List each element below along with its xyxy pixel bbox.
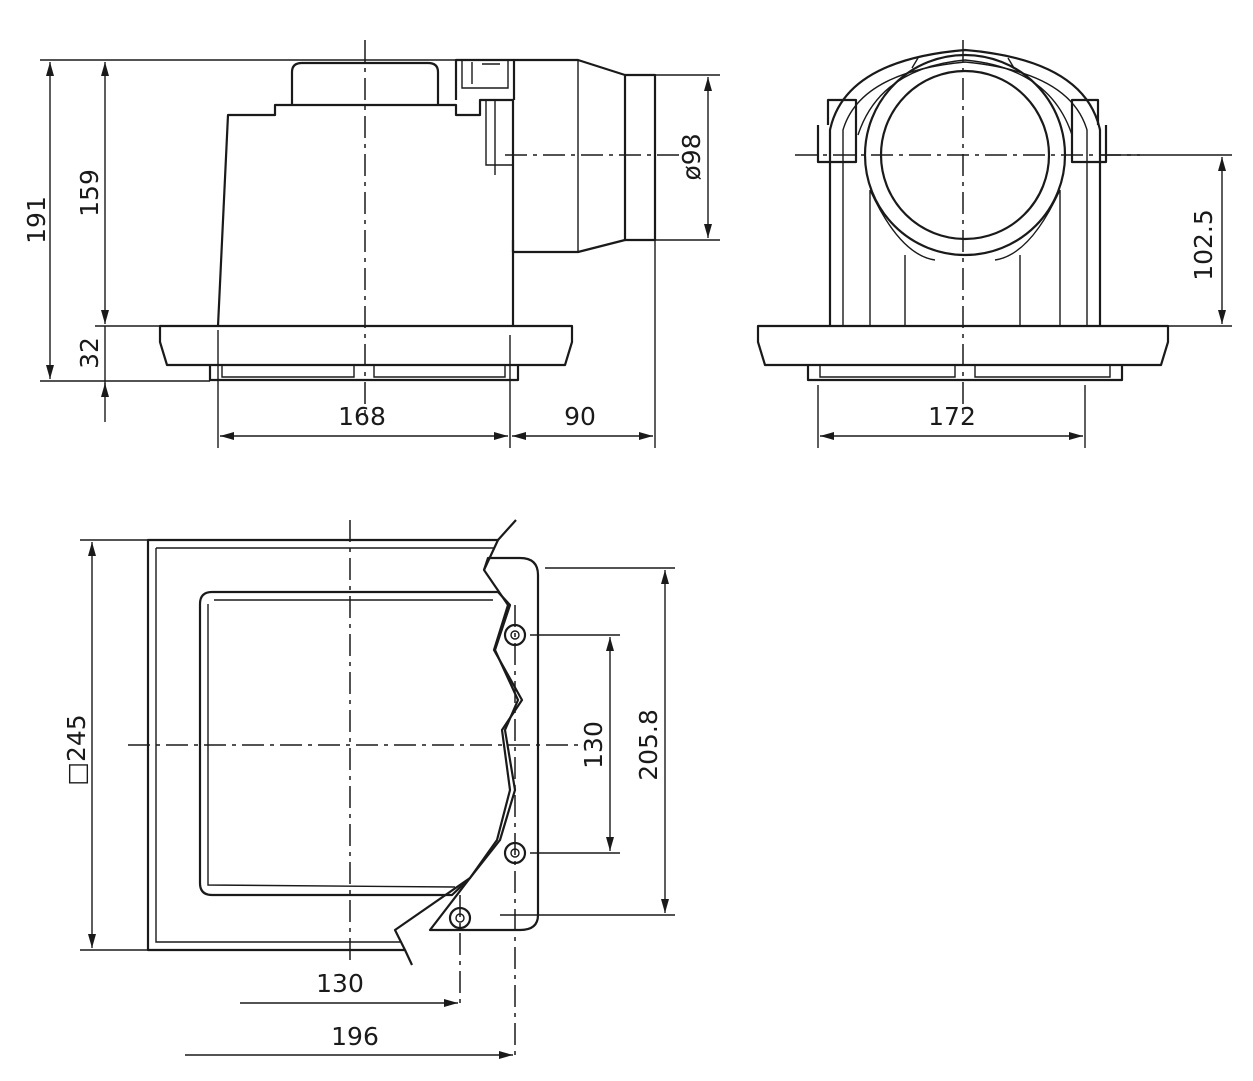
dim-duct-diameter: ø98 <box>677 133 706 180</box>
dim-screw-spacing: 130 <box>579 721 608 769</box>
side-view-top-cap <box>290 61 440 105</box>
dim-front-width: 172 <box>928 402 976 431</box>
dim-body-width: 168 <box>338 402 386 431</box>
dim-duct-center-height: 102.5 <box>1189 209 1218 281</box>
dim-panel-square: □245 <box>62 714 91 785</box>
side-view-duct <box>511 58 627 254</box>
front-view: 102.5 172 <box>756 40 1232 448</box>
side-view: 191 159 32 ø98 168 90 <box>22 40 720 448</box>
dim-body-height: 159 <box>75 169 104 217</box>
side-view-housing <box>216 98 515 327</box>
bottom-view-bracket <box>428 556 540 932</box>
dim-flange-height: 32 <box>75 337 104 369</box>
dim-screw-offset: 130 <box>316 969 364 998</box>
side-view-flange <box>158 324 574 367</box>
front-view-housing <box>828 48 1102 326</box>
bottom-view-panel <box>146 538 524 952</box>
dim-mount-offset: 196 <box>331 1022 379 1051</box>
bottom-view-grille <box>198 590 520 897</box>
dim-overall-height: 191 <box>22 196 51 244</box>
bottom-view: □245 130 205.8 130 196 <box>62 519 675 1060</box>
dim-mount-span: 205.8 <box>634 709 663 781</box>
dim-duct-length: 90 <box>564 402 596 431</box>
